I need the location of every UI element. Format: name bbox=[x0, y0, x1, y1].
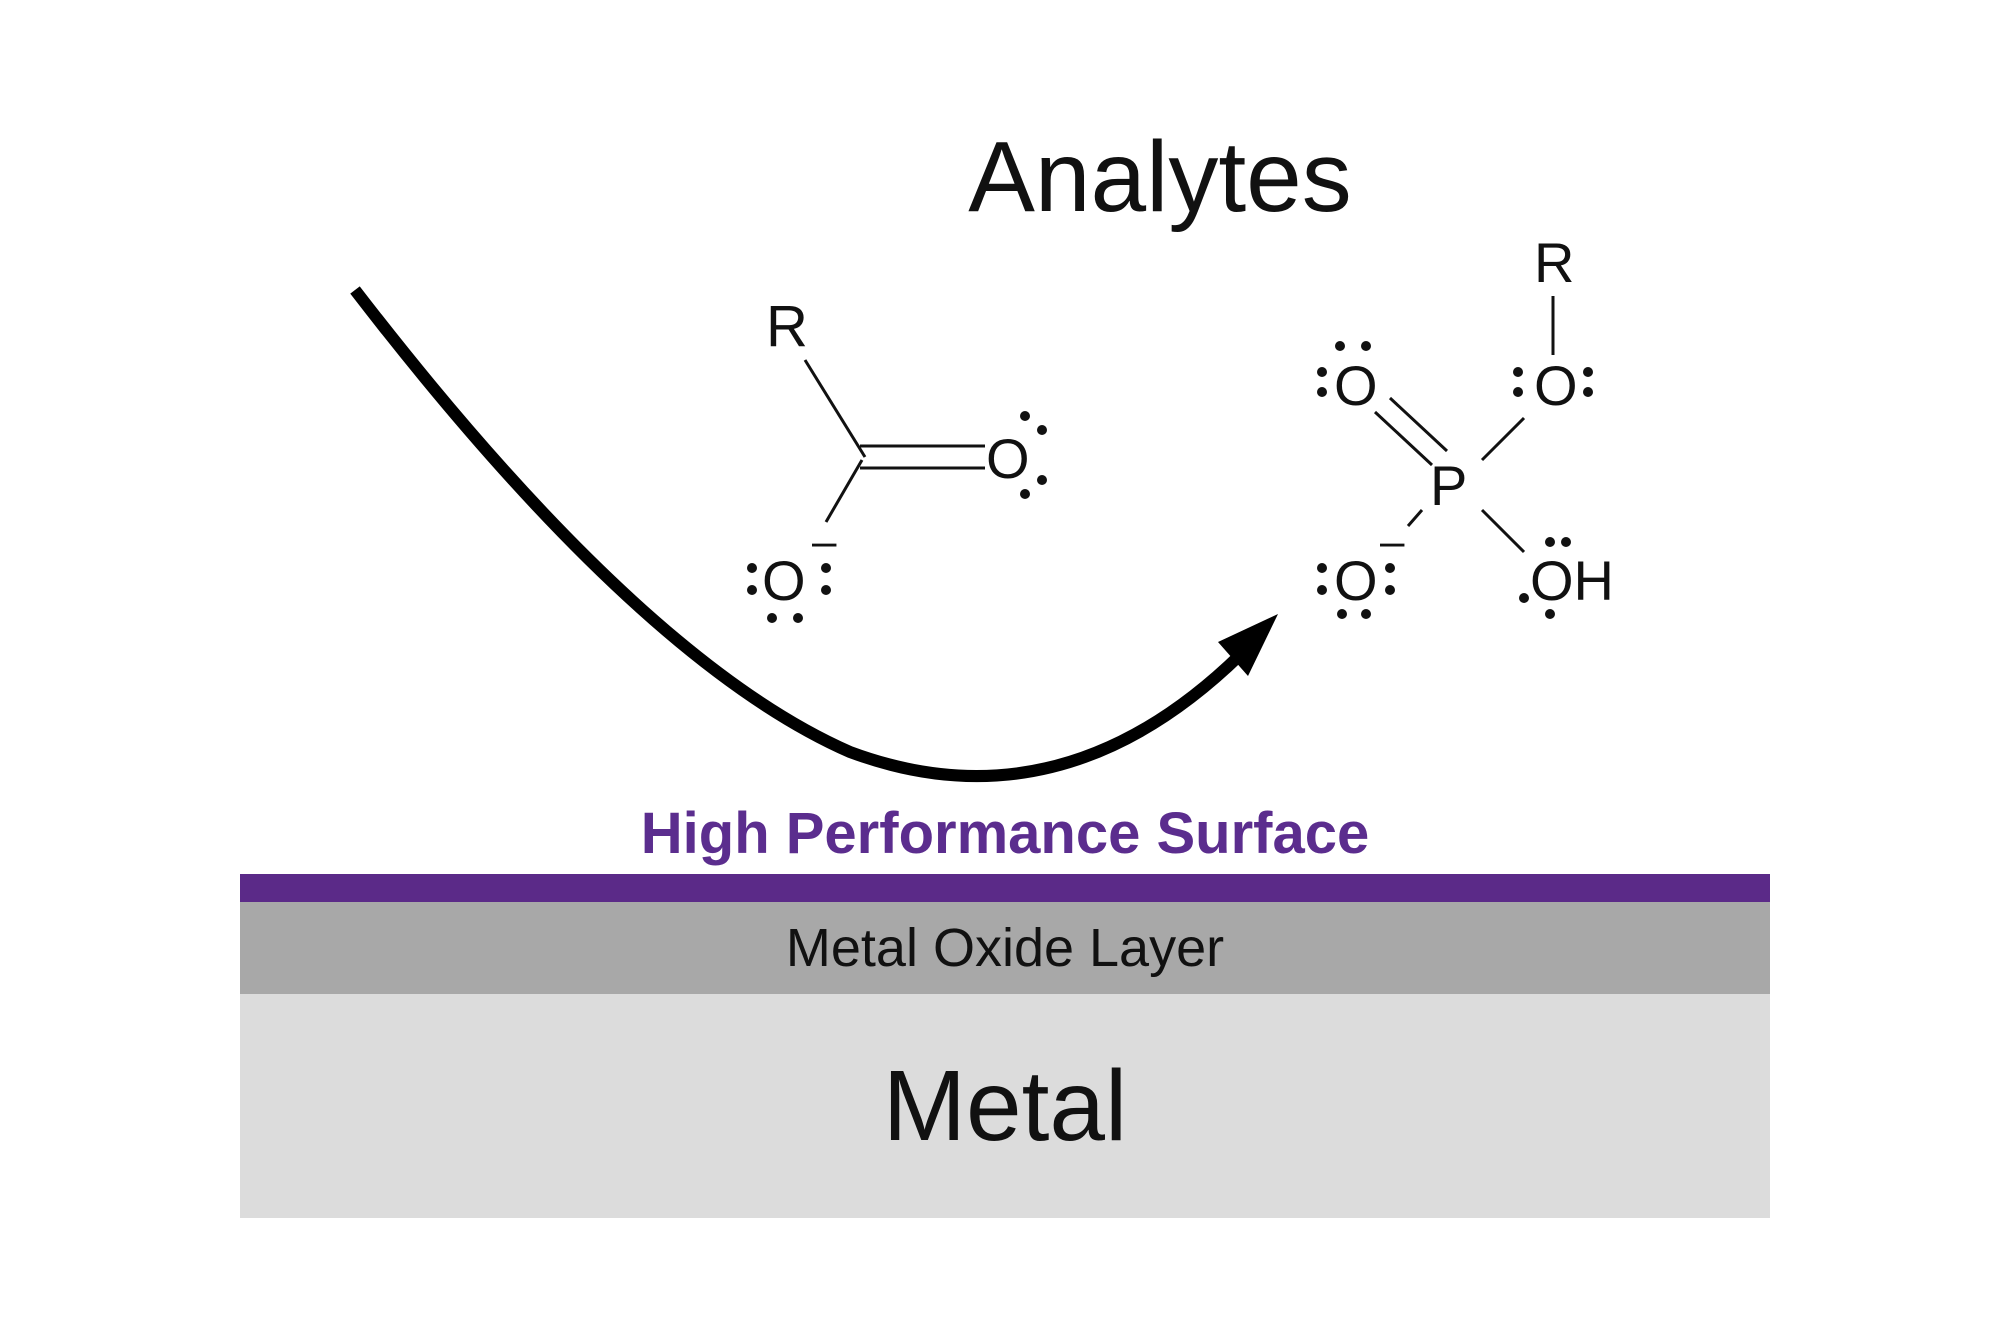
lone-pair-dots bbox=[1519, 537, 1571, 619]
lone-pair-dots bbox=[1317, 341, 1371, 397]
phosphate-r-label: R bbox=[1534, 231, 1574, 294]
approach-arrow bbox=[350, 286, 1278, 783]
carboxylate-double-oxygen: O bbox=[986, 427, 1030, 490]
metal-layer: Metal bbox=[240, 994, 1770, 1218]
phosphorus-atom: P bbox=[1430, 454, 1467, 517]
arrow-head-icon bbox=[1218, 614, 1278, 676]
phosphate-charge: – bbox=[1380, 517, 1405, 566]
lone-pair-dots bbox=[1317, 563, 1395, 619]
lone-pair-dots bbox=[1020, 411, 1047, 499]
phosphate-ester-oxygen: O bbox=[1534, 354, 1578, 417]
analytes-title: Analytes bbox=[968, 121, 1352, 233]
oxide-layer: Metal Oxide Layer bbox=[240, 902, 1770, 994]
phosphate-double-oxygen: O bbox=[1334, 354, 1378, 417]
surface-label: High Performance Surface bbox=[640, 801, 1370, 866]
surface-layer bbox=[240, 874, 1770, 902]
oxide-layer-label: Metal Oxide Layer bbox=[785, 918, 1225, 978]
carboxylate-single-oxygen: O bbox=[762, 549, 806, 612]
phosphate-molecule: R O O P O – OH bbox=[1317, 231, 1614, 619]
carboxylate-charge: – bbox=[812, 517, 837, 566]
phosphate-single-oxygen: O bbox=[1334, 549, 1378, 612]
arrow-curve bbox=[350, 286, 1245, 783]
phosphate-hydroxyl: OH bbox=[1530, 549, 1614, 612]
lone-pair-dots bbox=[747, 563, 831, 623]
metal-layer-label: Metal bbox=[882, 1049, 1128, 1162]
carboxylate-molecule: R O O – bbox=[747, 294, 1047, 623]
carboxylate-r-label: R bbox=[766, 294, 808, 359]
lone-pair-dots bbox=[1513, 367, 1593, 397]
